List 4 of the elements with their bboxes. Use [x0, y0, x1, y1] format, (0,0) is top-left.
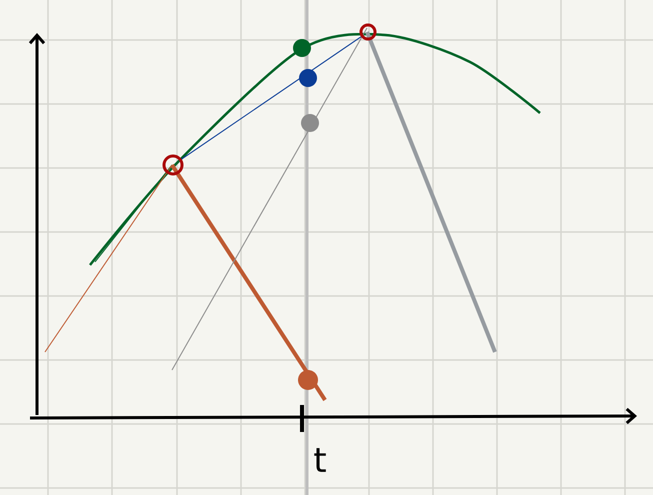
axis-label: t — [314, 448, 326, 472]
secant-line — [181, 36, 362, 160]
point-circle — [162, 154, 184, 176]
point-circle — [360, 24, 376, 40]
